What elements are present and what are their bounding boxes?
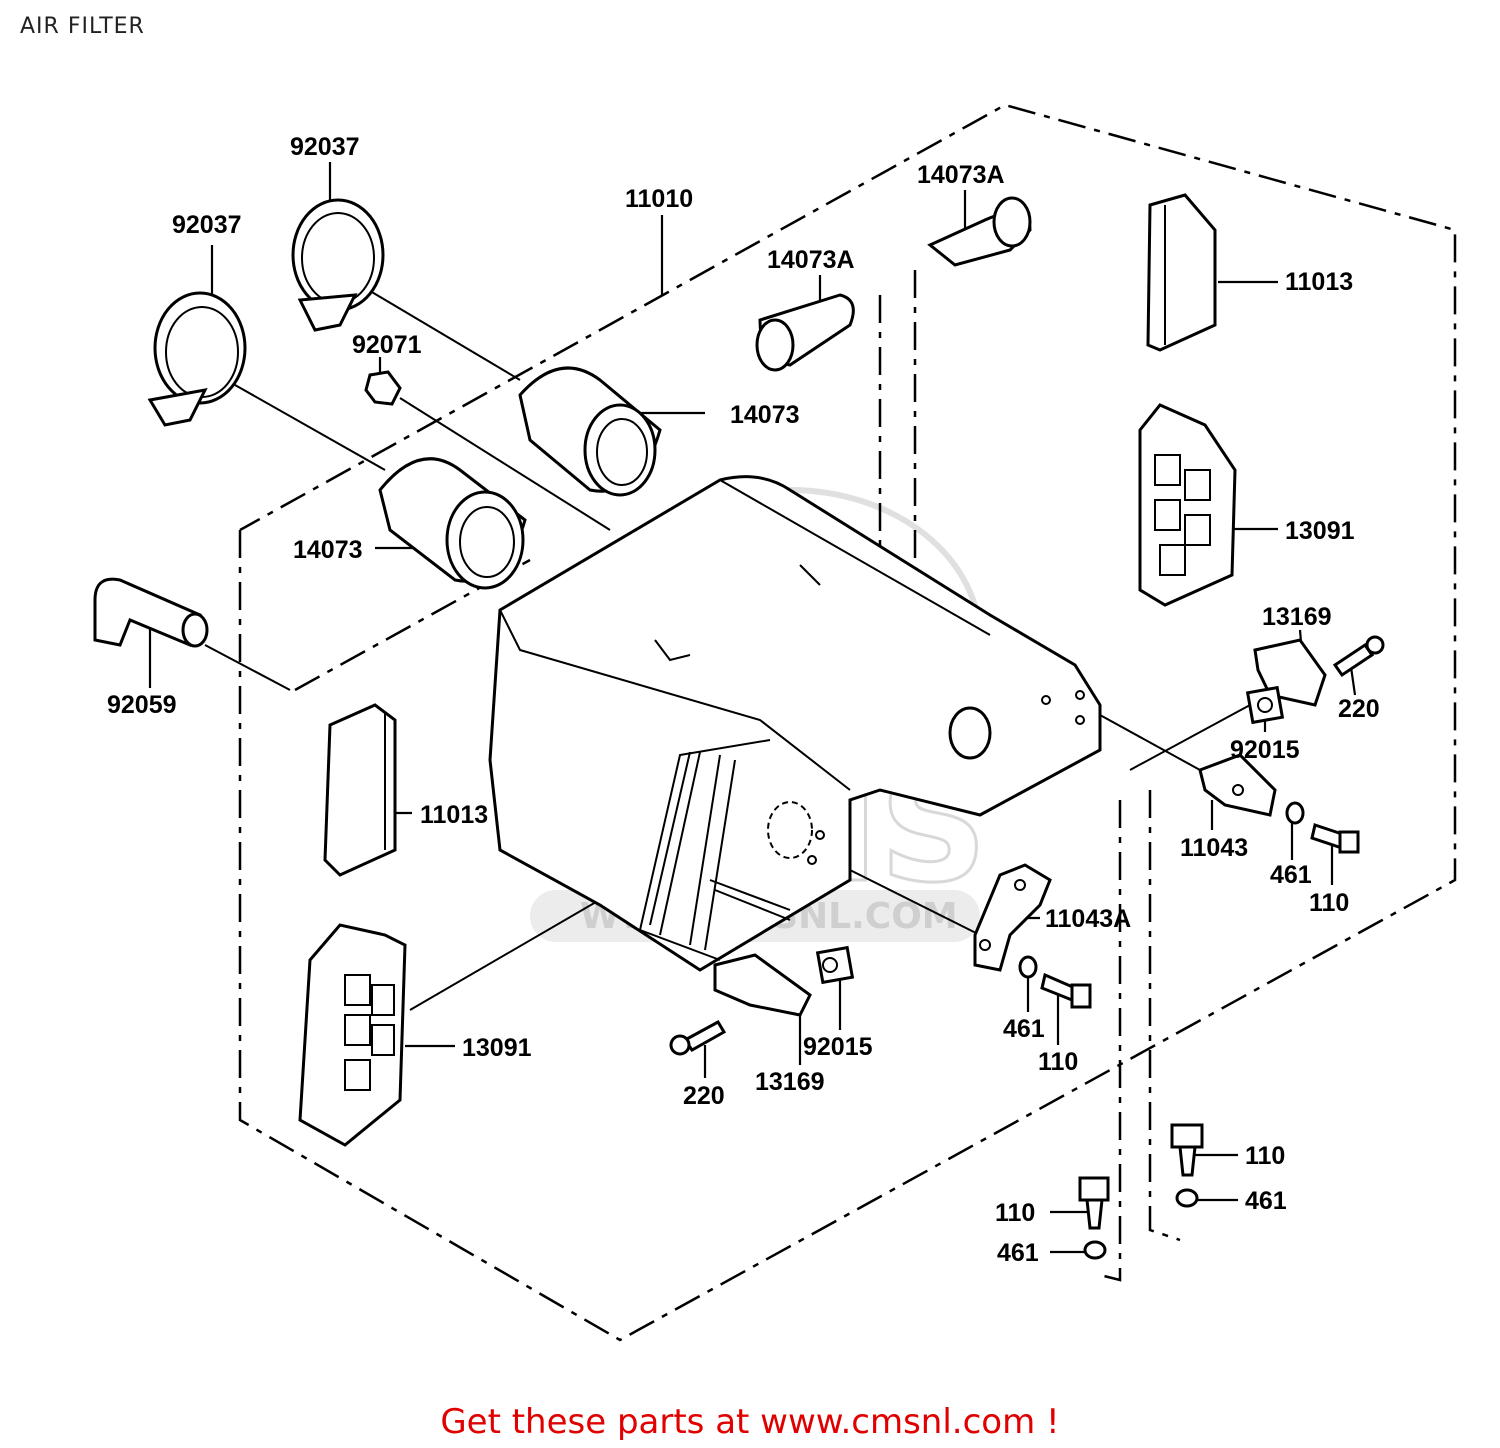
label-92037-lower: 92037 [172,211,242,239]
screw-220-right [1332,635,1385,678]
grommet-92015-bottom [815,945,855,985]
cover-11013-right [1146,193,1217,352]
label-14073A-left: 14073A [767,246,855,274]
bolt-110-right [1310,823,1360,854]
intake-duct-14073-lower [378,457,527,590]
label-14073-upper: 14073 [730,401,800,429]
washer-461-mid [1018,955,1038,979]
label-461-lower-left: 461 [997,1239,1039,1267]
label-92071: 92071 [352,331,422,359]
label-11043: 11043 [1180,834,1248,862]
nut-92071 [364,370,402,406]
intake-duct-14073-upper [518,366,662,497]
label-92015-bottom: 92015 [803,1033,873,1061]
label-220-bottom: 220 [683,1082,725,1110]
label-461-mid: 461 [1003,1015,1045,1043]
label-11013-left: 11013 [420,801,488,829]
label-14073A-right: 14073A [917,161,1005,189]
bracket-13169-bottom [713,953,812,1017]
hose-14073A-right [927,196,1032,267]
label-461-lower-right: 461 [1245,1187,1287,1215]
air-filter-housing [488,475,1102,972]
label-220-right: 220 [1338,695,1380,723]
washer-461-right [1285,801,1305,825]
hose-92059 [93,577,209,648]
grommet-92015-right [1245,685,1285,725]
label-13169-right: 13169 [1262,603,1332,631]
label-92059: 92059 [107,691,177,719]
label-461-right: 461 [1270,861,1312,889]
label-110-mid: 110 [1038,1048,1078,1076]
screw-220-bottom [669,1019,727,1056]
page-title: AIR FILTER [20,14,145,39]
bracket-11043A [973,863,1052,972]
clamp-92037-upper [291,198,385,332]
bracket-11043 [1198,753,1277,817]
label-110-lower-right: 110 [1245,1142,1285,1170]
label-13091-right: 13091 [1285,517,1355,545]
filter-holder-13091-right [1138,403,1237,607]
label-13091-left: 13091 [462,1034,532,1062]
cover-11013-left [323,703,397,877]
label-110-lower-left: 110 [995,1199,1035,1227]
label-11043A: 11043A [1045,905,1131,933]
part-labels: 92037 92037 11010 14073A 14073A 11013 92… [107,133,1380,1267]
label-92037-upper: 92037 [290,133,360,161]
bolt-110-lower-left [1078,1176,1110,1260]
bolt-110-mid [1040,972,1092,1009]
label-110-right: 110 [1309,889,1349,917]
label-11013-right: 11013 [1285,268,1353,296]
clamp-92037-lower [147,291,247,427]
label-13169-bottom: 13169 [755,1068,825,1096]
buy-parts-link[interactable]: Get these parts at www.cmsnl.com ! [440,1402,1060,1442]
label-14073-lower: 14073 [293,536,363,564]
leader-lines [148,162,1357,1254]
label-11010: 11010 [625,185,693,213]
label-92015-right: 92015 [1230,736,1300,764]
filter-holder-13091-left [298,923,407,1147]
hose-14073A-left [755,293,855,372]
bolt-110-lower-right [1170,1123,1204,1208]
